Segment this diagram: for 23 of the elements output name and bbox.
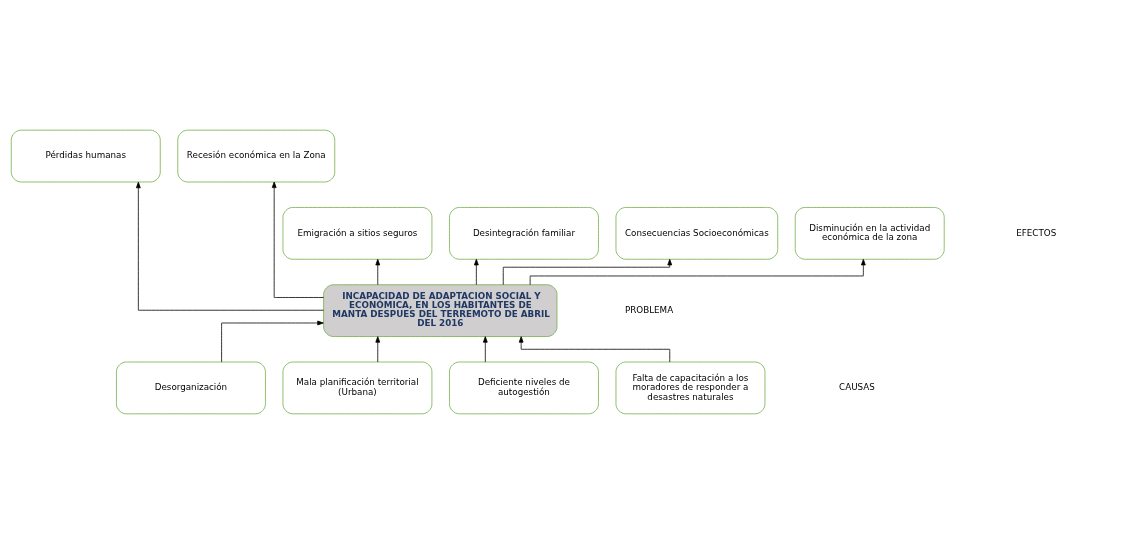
arrow (529, 259, 866, 286)
arrow (271, 181, 324, 298)
node-box: Desorganización (116, 361, 266, 415)
node-box: Consecuencias Socioeconómicas (615, 207, 779, 260)
label: CAUSAS (839, 382, 875, 393)
label: PROBLEMA (624, 304, 674, 315)
node-box: Emigración a sitios seguros (282, 207, 433, 260)
arrow (474, 258, 479, 286)
node-box: Disminución en la actividad económica de la zona (794, 207, 945, 260)
node-box: Recesión económica en la Zona (177, 129, 336, 183)
node-box: Pérdidas humanas (10, 129, 161, 183)
arrow (482, 336, 488, 363)
node-box: Deficiente niveles de autogestión (449, 361, 599, 415)
node-box: INCAPACIDAD DE ADAPTACION SOCIAL Y ECONÓMICA, EN LOS HABITANTES DE MANTA DESPUES DEL TERREMOTO DE ABRIL DEL 2016 (323, 284, 558, 337)
node-box: Desintegración familiar (449, 207, 599, 260)
arrow (375, 336, 381, 363)
arrow (375, 258, 381, 286)
node-box: Mala planificación territorial (Urbana) (282, 361, 433, 415)
label: EFECTOS (1016, 227, 1057, 238)
node-box: Falta de capacitación a los moradores de responder a desastres naturales (615, 361, 766, 415)
arrow (221, 320, 324, 363)
arrow (136, 181, 324, 311)
arrow (502, 258, 673, 286)
